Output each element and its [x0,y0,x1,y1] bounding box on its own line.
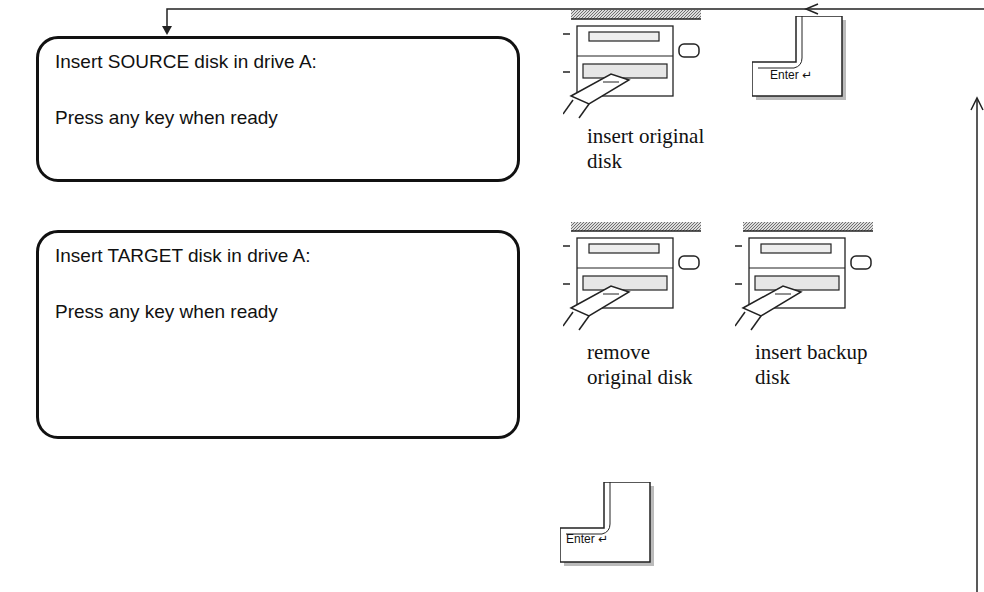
prompt-text: Insert TARGET disk in drive A: [55,245,501,267]
prompt-text: Press any key when ready [55,107,501,129]
arrow-head [806,4,818,14]
caption: remove original disk [587,340,707,390]
prompt-box: Insert SOURCE disk in drive A: Press any … [36,36,520,182]
key-label: Enter ↵ [770,68,812,82]
prompt-box: Insert TARGET disk in drive A: Press any … [36,230,520,439]
caption: insert original disk [587,124,707,174]
arrow-head [971,98,983,110]
disk-drive [563,222,701,330]
return-line [976,100,978,592]
key-label: Enter ↵ [566,532,608,546]
arrow-head [162,26,172,35]
enter-key [560,482,654,566]
disk-drive [735,222,873,330]
disk-drive [563,10,701,118]
caption: insert backup disk [755,340,875,390]
enter-key [752,16,846,100]
prompt-text: Insert SOURCE disk in drive A: [55,51,501,73]
prompt-text: Press any key when ready [55,301,501,323]
